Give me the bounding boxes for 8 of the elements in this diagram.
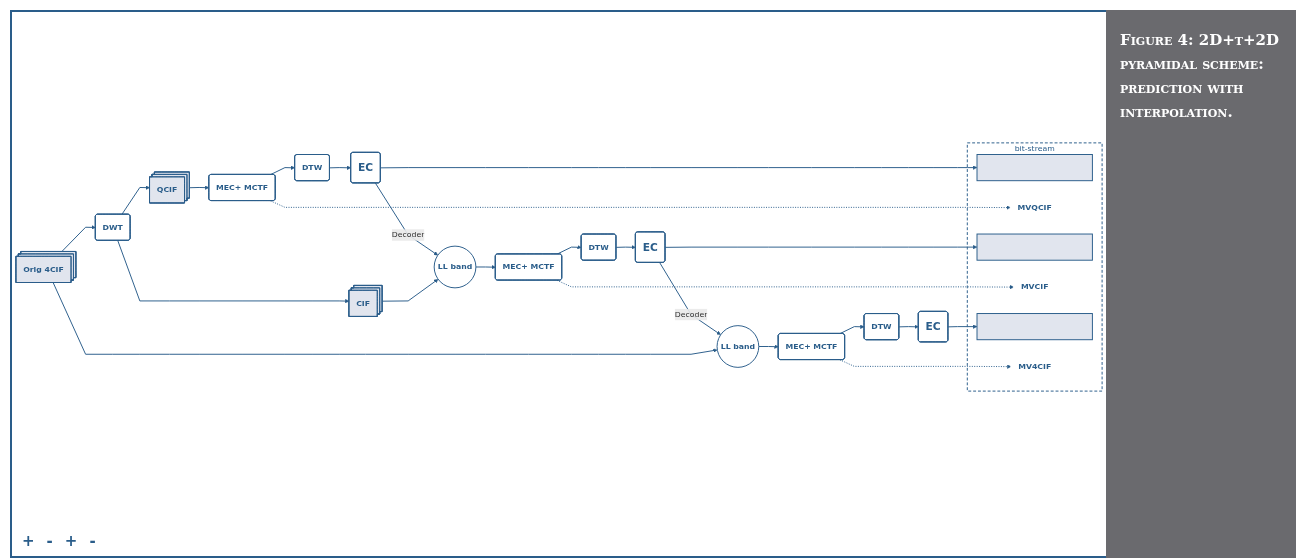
figure-caption: Figure 4: 2D+t+2D pyramidal scheme: prediction with interpolation. — [1120, 30, 1280, 123]
node-bar — [976, 154, 1093, 182]
node-bar — [976, 233, 1093, 261]
sign-label: - — [46, 532, 53, 550]
sign-label: - — [89, 532, 96, 550]
sign-label: + — [64, 532, 78, 550]
sign-label: + — [22, 532, 35, 550]
node-bar — [976, 313, 1093, 341]
